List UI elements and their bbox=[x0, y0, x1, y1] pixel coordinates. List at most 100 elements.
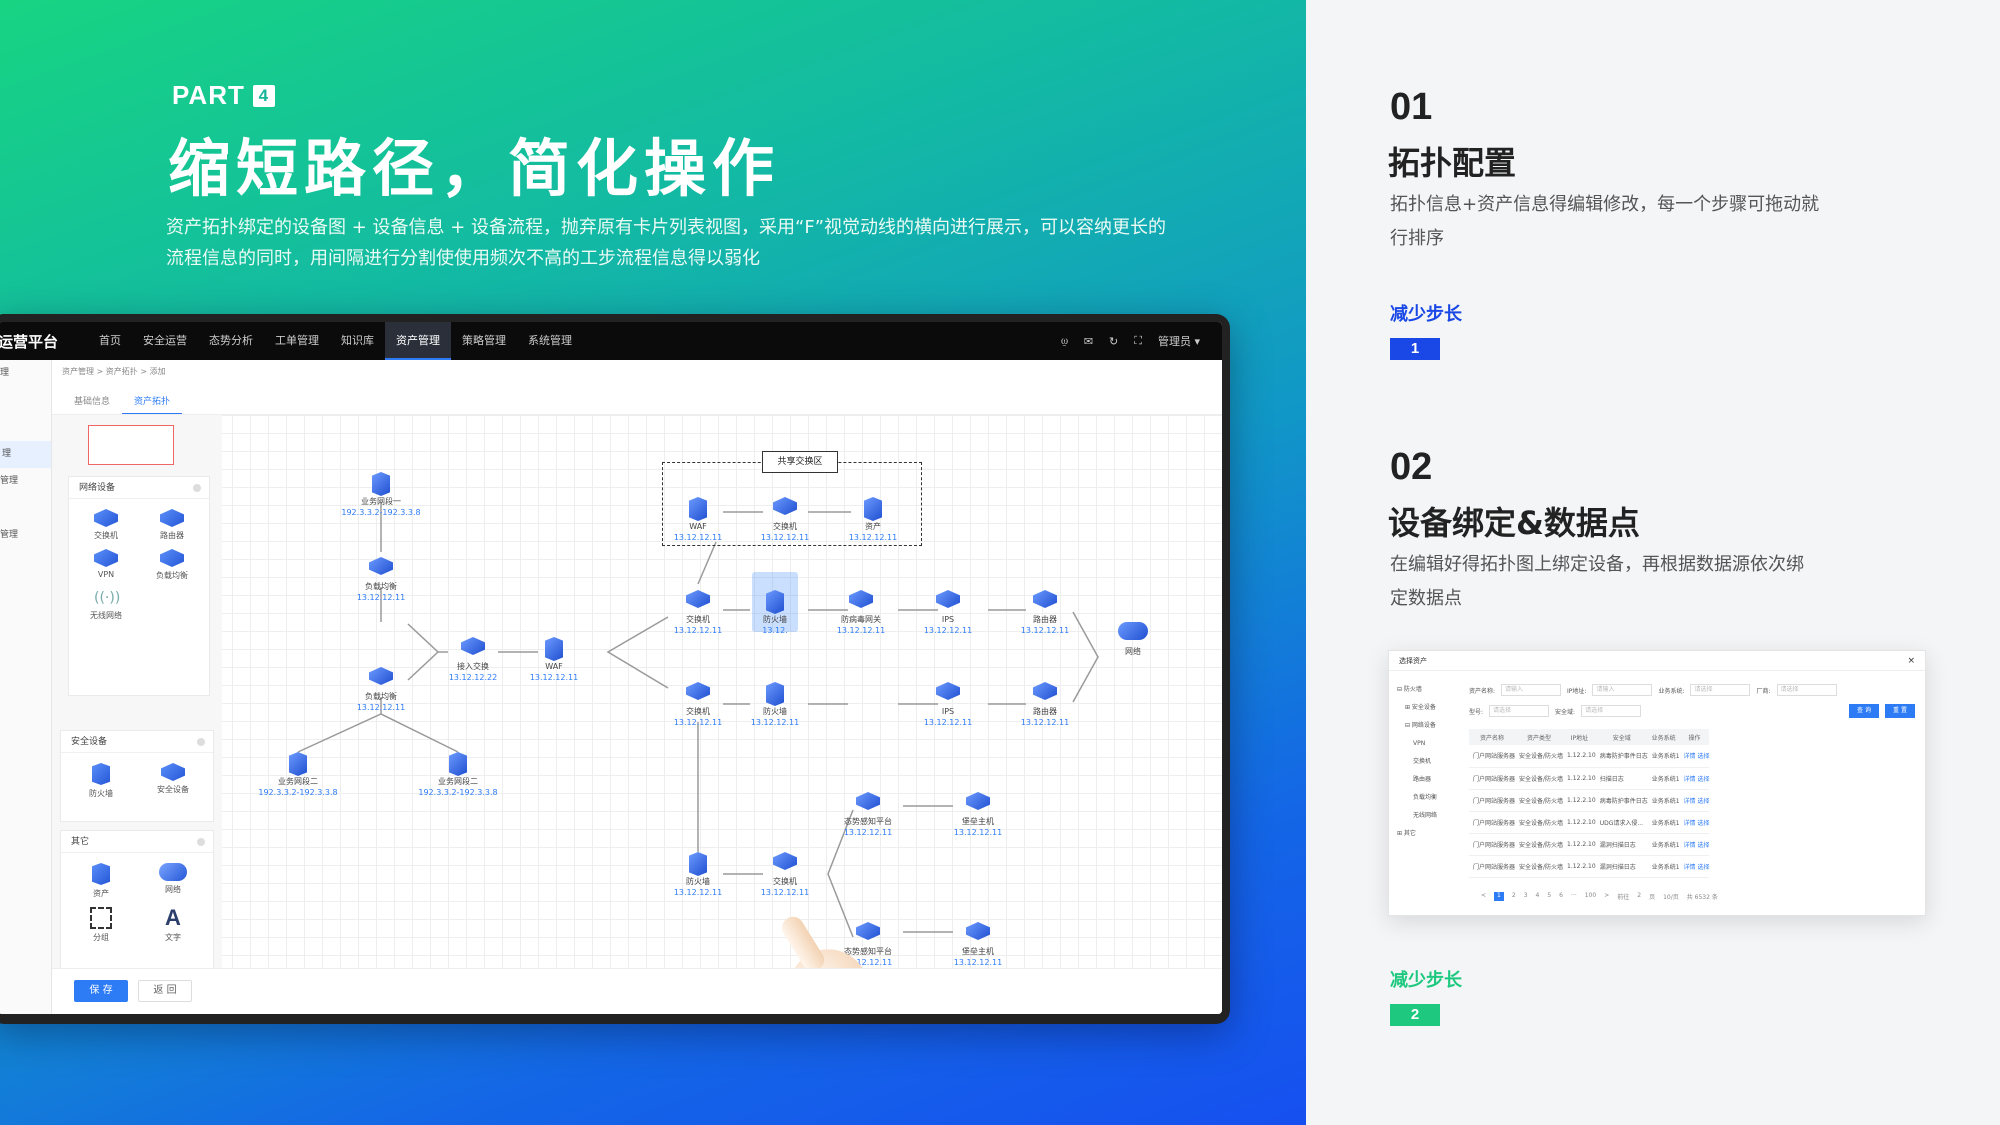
topology-node-icon[interactable] bbox=[856, 922, 880, 940]
sidebar-item[interactable]: 理 bbox=[0, 368, 10, 378]
refresh-icon[interactable]: ↻ bbox=[1109, 334, 1119, 348]
topology-node-icon[interactable] bbox=[849, 590, 873, 608]
topology-node-icon[interactable] bbox=[686, 590, 710, 608]
palette-item-network[interactable]: 网络 bbox=[137, 861, 209, 899]
save-button[interactable]: 保 存 bbox=[74, 980, 128, 1002]
nav-item[interactable]: 知识库 bbox=[341, 334, 374, 347]
tree-item[interactable]: ⊟ 网络设备 bbox=[1405, 722, 1436, 729]
pager-item[interactable]: 前往 bbox=[1617, 894, 1630, 901]
pager-item[interactable]: 页 bbox=[1649, 894, 1656, 901]
table-cell[interactable]: 详情 选择 bbox=[1679, 855, 1710, 878]
pager-item[interactable]: 5 bbox=[1547, 892, 1552, 899]
tree-item[interactable]: ⊞ 安全设备 bbox=[1405, 704, 1436, 711]
topology-node-icon[interactable] bbox=[289, 752, 307, 776]
palette-item-router[interactable]: 路由器 bbox=[139, 507, 205, 541]
topology-node-icon[interactable] bbox=[966, 922, 990, 940]
selection-rect[interactable] bbox=[88, 425, 174, 465]
nav-item[interactable]: 系统管理 bbox=[528, 334, 572, 347]
close-icon[interactable]: × bbox=[1907, 656, 1915, 666]
topology-node-icon[interactable] bbox=[1033, 682, 1057, 700]
pager-item[interactable]: 3 bbox=[1523, 892, 1528, 899]
topology-node-icon[interactable] bbox=[372, 472, 390, 496]
topology-node-icon[interactable] bbox=[369, 667, 393, 685]
tree-item[interactable]: VPN bbox=[1413, 740, 1426, 747]
tree-item[interactable]: 无线网络 bbox=[1413, 812, 1438, 819]
topology-node-icon[interactable] bbox=[766, 682, 784, 706]
topology-node-icon[interactable] bbox=[545, 637, 563, 661]
nav-item[interactable]: 态势分析 bbox=[209, 334, 253, 347]
palette-item-group[interactable]: 分组 bbox=[65, 905, 137, 943]
topology-node-icon[interactable] bbox=[773, 852, 797, 870]
pager-item[interactable]: ··· bbox=[1571, 892, 1577, 899]
topology-node-icon[interactable] bbox=[1033, 590, 1057, 608]
pager-item[interactable]: 6 bbox=[1559, 892, 1563, 899]
topology-node-icon[interactable] bbox=[766, 590, 784, 614]
tree-item[interactable]: ⊞ 其它 bbox=[1397, 830, 1416, 837]
pager-item[interactable]: 2 bbox=[1637, 892, 1642, 899]
topology-node-icon[interactable] bbox=[369, 557, 393, 575]
palette-item-switch[interactable]: 交换机 bbox=[73, 507, 139, 541]
topology-node-icon[interactable] bbox=[461, 637, 485, 655]
palette-item-security-device[interactable]: 安全设备 bbox=[137, 761, 209, 799]
topology-node-icon[interactable] bbox=[689, 497, 707, 521]
node-name: 负载均衡 bbox=[365, 692, 397, 701]
nav-item[interactable]: 首页 bbox=[99, 334, 121, 347]
bell-icon[interactable]: ⍹ bbox=[1061, 334, 1068, 347]
user-menu[interactable]: 管理员 ▾ bbox=[1157, 335, 1200, 348]
tab-basic-info[interactable]: 基础信息 bbox=[74, 397, 111, 407]
back-button[interactable]: 返 回 bbox=[138, 980, 192, 1002]
query-button[interactable]: 查 询 bbox=[1849, 704, 1879, 718]
table-cell[interactable]: 详情 选择 bbox=[1679, 811, 1710, 834]
nav-item[interactable]: 策略管理 bbox=[462, 334, 506, 347]
topology-node-icon[interactable] bbox=[856, 792, 880, 810]
topology-node-icon[interactable] bbox=[773, 497, 797, 515]
pager-item[interactable]: 共 6532 条 bbox=[1686, 894, 1718, 901]
pager-item[interactable]: 2 bbox=[1511, 892, 1516, 899]
pager-item[interactable]: 100 bbox=[1584, 892, 1597, 899]
table-cell[interactable]: 详情 选择 bbox=[1679, 745, 1710, 768]
fullscreen-icon[interactable]: ⛶ bbox=[1134, 334, 1142, 347]
pager-item[interactable]: > bbox=[1604, 892, 1610, 899]
tree-item[interactable]: ⊟ 防火墙 bbox=[1397, 686, 1422, 693]
tree-item[interactable]: 路由器 bbox=[1413, 776, 1432, 783]
reset-button[interactable]: 重 置 bbox=[1885, 704, 1915, 718]
topology-node-icon[interactable] bbox=[936, 590, 960, 608]
sidebar-item[interactable]: 理 bbox=[0, 441, 51, 468]
topology-node-icon[interactable] bbox=[966, 792, 990, 810]
palette-item-asset[interactable]: 资产 bbox=[65, 861, 137, 899]
palette-item-vpn[interactable]: VPN bbox=[73, 547, 139, 581]
tree-item[interactable]: 交换机 bbox=[1413, 758, 1432, 765]
topology-node-icon[interactable] bbox=[686, 682, 710, 700]
palette-item-firewall[interactable]: 防火墙 bbox=[65, 761, 137, 799]
table-cell[interactable]: 详情 选择 bbox=[1679, 789, 1710, 812]
topology-node-icon[interactable] bbox=[936, 682, 960, 700]
palette-item-load-balancer[interactable]: 负载均衡 bbox=[139, 547, 205, 581]
table-cell[interactable]: 详情 选择 bbox=[1679, 833, 1710, 856]
topology-node-icon[interactable] bbox=[689, 852, 707, 876]
nav-item[interactable]: 资产管理 bbox=[385, 322, 451, 360]
table-cell[interactable]: 详情 选择 bbox=[1679, 767, 1710, 790]
topology-canvas[interactable] bbox=[52, 415, 1222, 968]
model-select[interactable]: 请选择 bbox=[1489, 705, 1550, 717]
palette-item-label: 无线网络 bbox=[90, 611, 122, 620]
nav-item[interactable]: 安全运营 bbox=[143, 334, 187, 347]
topology-node-icon[interactable] bbox=[449, 752, 467, 776]
sidebar-item[interactable]: 管理 bbox=[0, 476, 19, 486]
tree-item[interactable]: 负载均衡 bbox=[1413, 794, 1438, 801]
mail-icon[interactable]: ✉ bbox=[1083, 334, 1094, 348]
asset-name-input[interactable]: 请输入 bbox=[1501, 684, 1562, 696]
palette-item-wireless[interactable]: ((·))无线网络 bbox=[73, 587, 139, 621]
pager-item[interactable]: 10/页 bbox=[1663, 894, 1679, 901]
topology-node-icon[interactable] bbox=[1118, 622, 1148, 640]
nav-item[interactable]: 工单管理 bbox=[275, 334, 319, 347]
topology-node-icon[interactable] bbox=[864, 497, 882, 521]
ip-input[interactable]: 请输入 bbox=[1592, 684, 1653, 696]
pager-item[interactable]: < bbox=[1481, 892, 1487, 899]
pager-item[interactable]: 4 bbox=[1535, 892, 1540, 899]
biz-system-select[interactable]: 请选择 bbox=[1690, 684, 1751, 696]
pager-item[interactable]: 1 bbox=[1494, 892, 1504, 901]
sidebar-item[interactable]: 管理 bbox=[0, 530, 19, 540]
security-zone-select[interactable]: 请选择 bbox=[1581, 705, 1642, 717]
vendor-select[interactable]: 请选择 bbox=[1776, 684, 1837, 696]
